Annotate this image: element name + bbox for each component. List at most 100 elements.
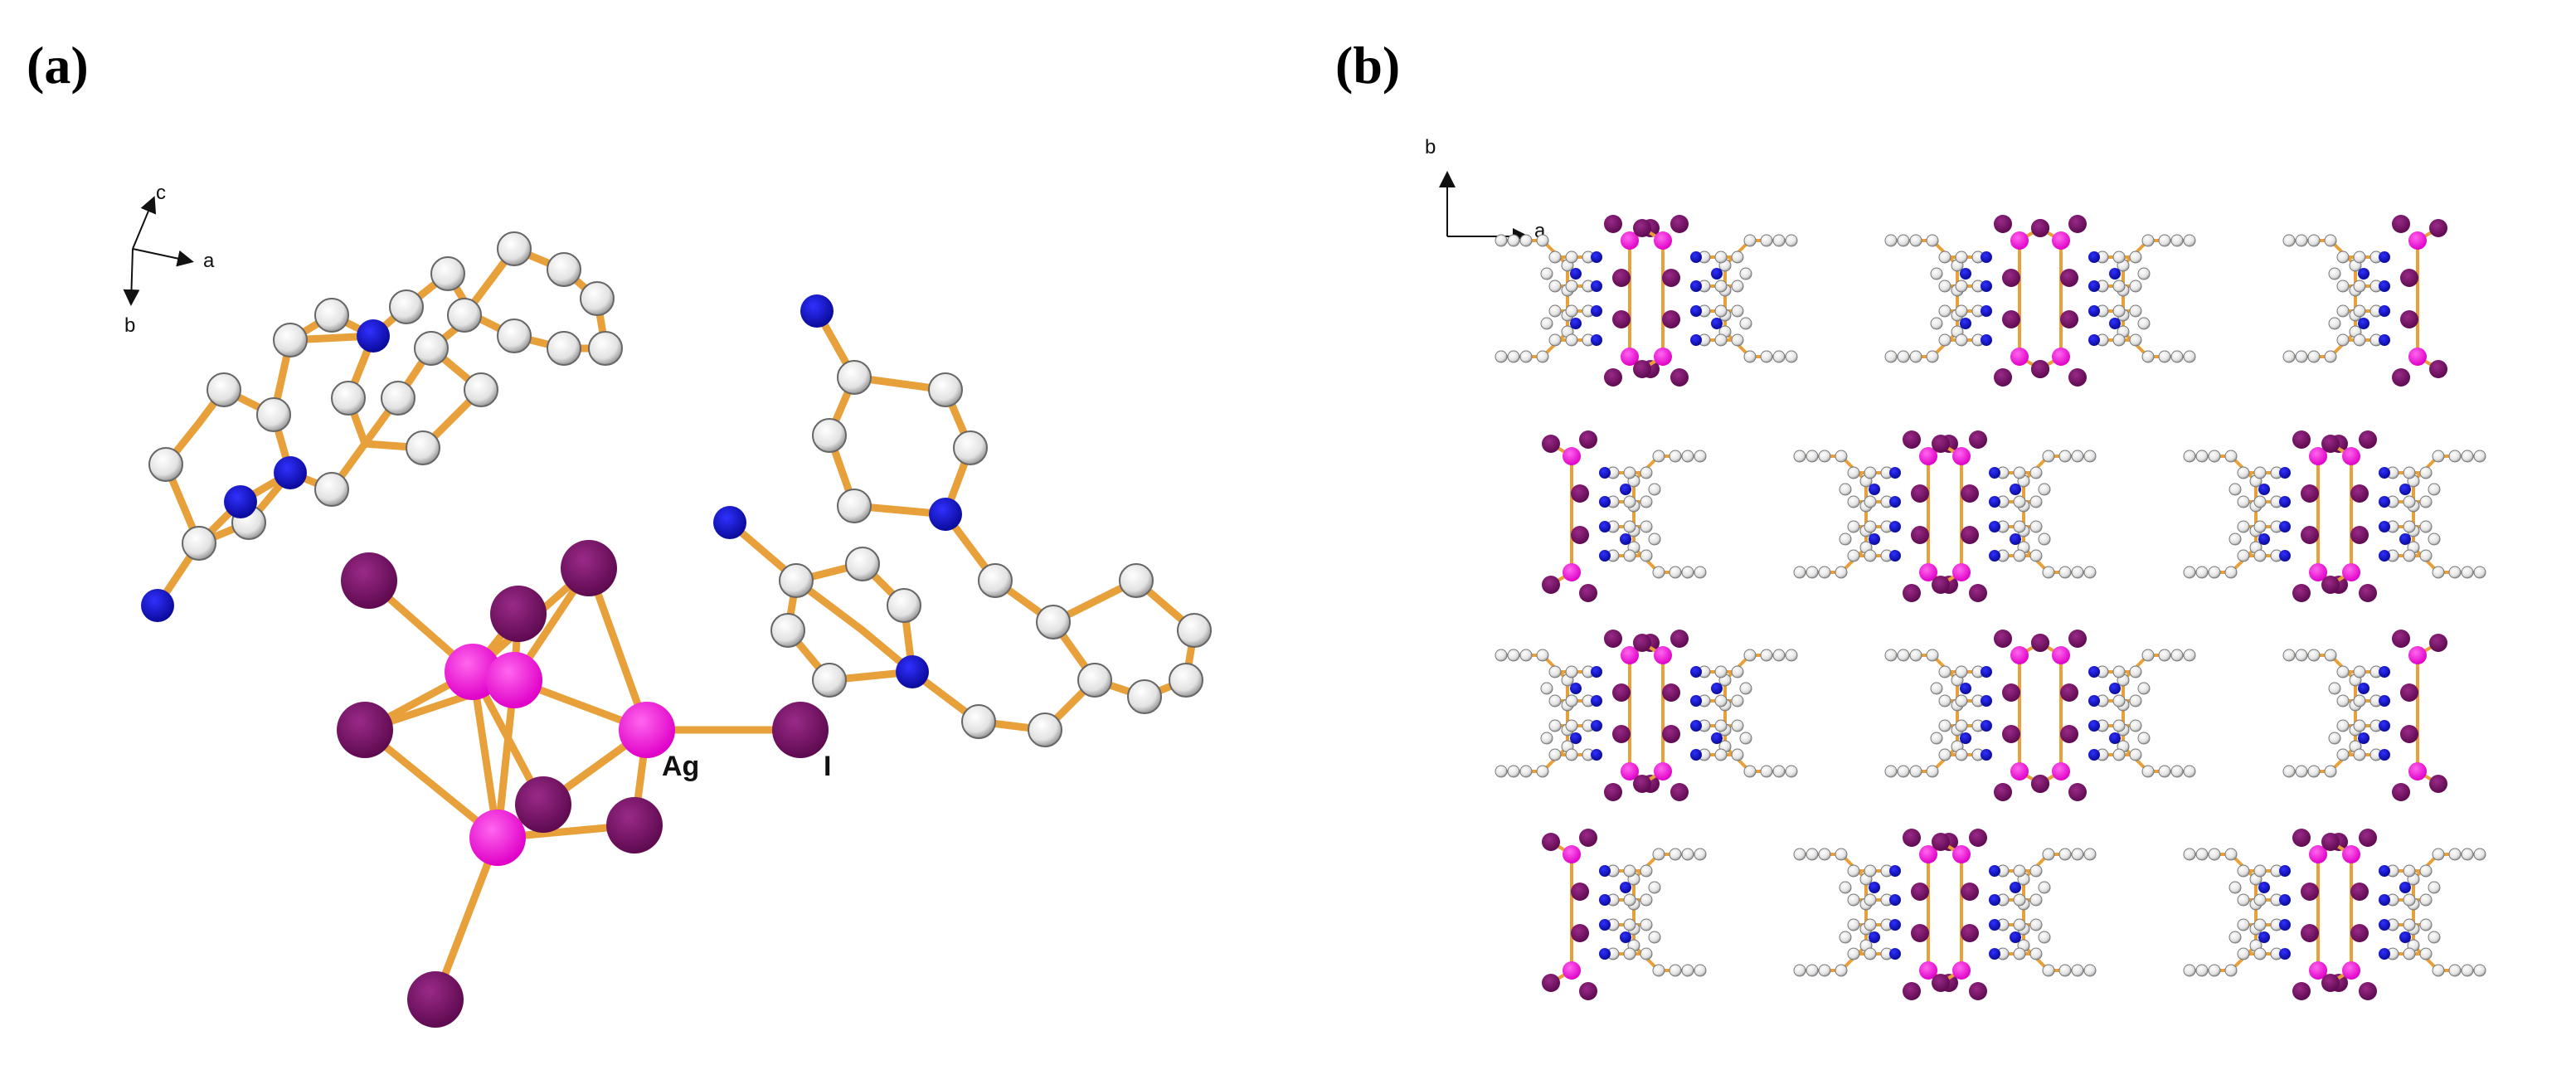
nitrogen-atom xyxy=(2379,948,2390,960)
carbon-atom xyxy=(1793,566,1806,579)
packing-bond xyxy=(2122,239,2191,358)
carbon-atom xyxy=(273,323,308,357)
carbon-atom xyxy=(2112,665,2126,678)
carbon-atom xyxy=(2295,234,2308,247)
iodine-atom xyxy=(1604,215,1622,233)
iodine-atom xyxy=(1542,435,1560,453)
carbon-atom xyxy=(1839,931,1852,944)
carbon-atom xyxy=(2328,317,2341,330)
carbon-atom xyxy=(2137,682,2151,695)
iodine-atom xyxy=(1932,576,1950,594)
carbon-atom xyxy=(1714,280,1728,293)
carbon-atom xyxy=(2336,694,2350,708)
carbon-atom xyxy=(1884,649,1898,662)
nitrogen-atom xyxy=(2379,550,2390,562)
silver-atom xyxy=(1563,961,1581,980)
carbon-atom xyxy=(2324,350,2337,363)
carbon-atom xyxy=(2058,848,2072,861)
iodine-atom xyxy=(1994,630,2012,648)
carbon-atom xyxy=(1743,649,1757,662)
iodine-atom xyxy=(1994,368,2012,387)
carbon-atom xyxy=(2336,333,2350,347)
iodine-atom xyxy=(1633,634,1651,652)
carbon-atom xyxy=(2448,964,2462,977)
nitrogen-atom xyxy=(1889,496,1901,508)
iodine-atom xyxy=(341,552,397,609)
iodine-atom xyxy=(1969,982,1987,1000)
carbon-atom xyxy=(2328,732,2341,745)
nitrogen-atom xyxy=(2279,919,2291,931)
iodine-atom xyxy=(1571,924,1589,942)
carbon-atom xyxy=(1565,694,1578,708)
silver-atom xyxy=(1952,563,1971,581)
carbon-atom xyxy=(1519,350,1533,363)
nitrogen-atom xyxy=(1591,251,1602,263)
carbon-atom xyxy=(961,704,996,739)
iodine-atom xyxy=(2292,584,2311,602)
packing-bond xyxy=(1723,239,1793,358)
silver-atom xyxy=(1621,231,1639,250)
iodine-atom xyxy=(1633,775,1651,793)
carbon-atom xyxy=(1177,613,1212,648)
iodine-atom xyxy=(2350,883,2369,901)
iodine-atom xyxy=(2429,360,2447,378)
iodine-atom xyxy=(2359,982,2377,1000)
carbon-atom xyxy=(2237,549,2250,562)
carbon-atom xyxy=(2432,450,2445,463)
carbon-atom xyxy=(1036,605,1071,639)
nitrogen-atom xyxy=(1711,732,1723,744)
iodine-atom xyxy=(1903,829,1921,847)
carbon-atom xyxy=(2253,893,2267,907)
carbon-atom xyxy=(2083,964,2097,977)
iodine-atom xyxy=(1662,683,1680,702)
iodine-atom xyxy=(561,540,617,596)
nitrogen-atom xyxy=(2109,683,2121,694)
iodine-atom xyxy=(1911,924,1929,942)
carbon-atom xyxy=(2237,864,2250,878)
iodine-atom xyxy=(1911,484,1929,503)
carbon-atom xyxy=(2141,765,2155,778)
iodine-atom xyxy=(1670,368,1689,387)
packing-bond xyxy=(2022,853,2092,972)
packing-bond xyxy=(1499,239,1569,358)
carbon-atom xyxy=(2432,964,2445,977)
carbon-atom xyxy=(2353,694,2366,708)
carbon-atom xyxy=(837,489,872,523)
nitrogen-atom xyxy=(2279,467,2291,479)
nitrogen-atom xyxy=(1981,334,1992,346)
carbon-atom xyxy=(2224,848,2238,861)
carbon-atom xyxy=(1731,280,1744,293)
carbon-atom xyxy=(1652,848,1665,861)
iodine-atom xyxy=(1612,683,1631,702)
carbon-atom xyxy=(1938,333,1951,347)
iodine-atom xyxy=(2301,924,2319,942)
carbon-atom xyxy=(2282,765,2296,778)
nitrogen-atom xyxy=(1711,268,1723,280)
nitrogen-atom xyxy=(2379,749,2390,761)
iodine-atom xyxy=(1604,630,1622,648)
iodine-atom xyxy=(1994,215,2012,233)
right-molecule-bonds xyxy=(726,307,1198,734)
carbon-atom xyxy=(1847,893,1860,907)
carbon-atom xyxy=(1835,848,1848,861)
iodine-atom xyxy=(1969,430,1987,449)
nitrogen-atom xyxy=(1591,280,1602,292)
carbon-atom xyxy=(2336,748,2350,761)
carbon-atom xyxy=(1119,563,1154,598)
silver-atom xyxy=(1621,646,1639,664)
silver-atom xyxy=(1654,348,1672,366)
silver-atom xyxy=(1952,447,1971,465)
carbon-atom xyxy=(1835,450,1848,463)
carbon-atom xyxy=(1648,532,1661,546)
carbon-atom xyxy=(1884,234,1898,247)
silver-atom xyxy=(1919,447,1937,465)
carbon-atom xyxy=(1938,250,1951,264)
carbon-atom xyxy=(1648,931,1661,944)
packing-bond xyxy=(1889,654,1959,773)
nitrogen-atom xyxy=(1591,720,1602,732)
carbon-atom xyxy=(389,289,424,324)
carbon-atom xyxy=(464,372,498,407)
carbon-atom xyxy=(953,430,988,465)
carbon-atom xyxy=(1955,748,1968,761)
nitrogen-atom xyxy=(2399,533,2411,545)
